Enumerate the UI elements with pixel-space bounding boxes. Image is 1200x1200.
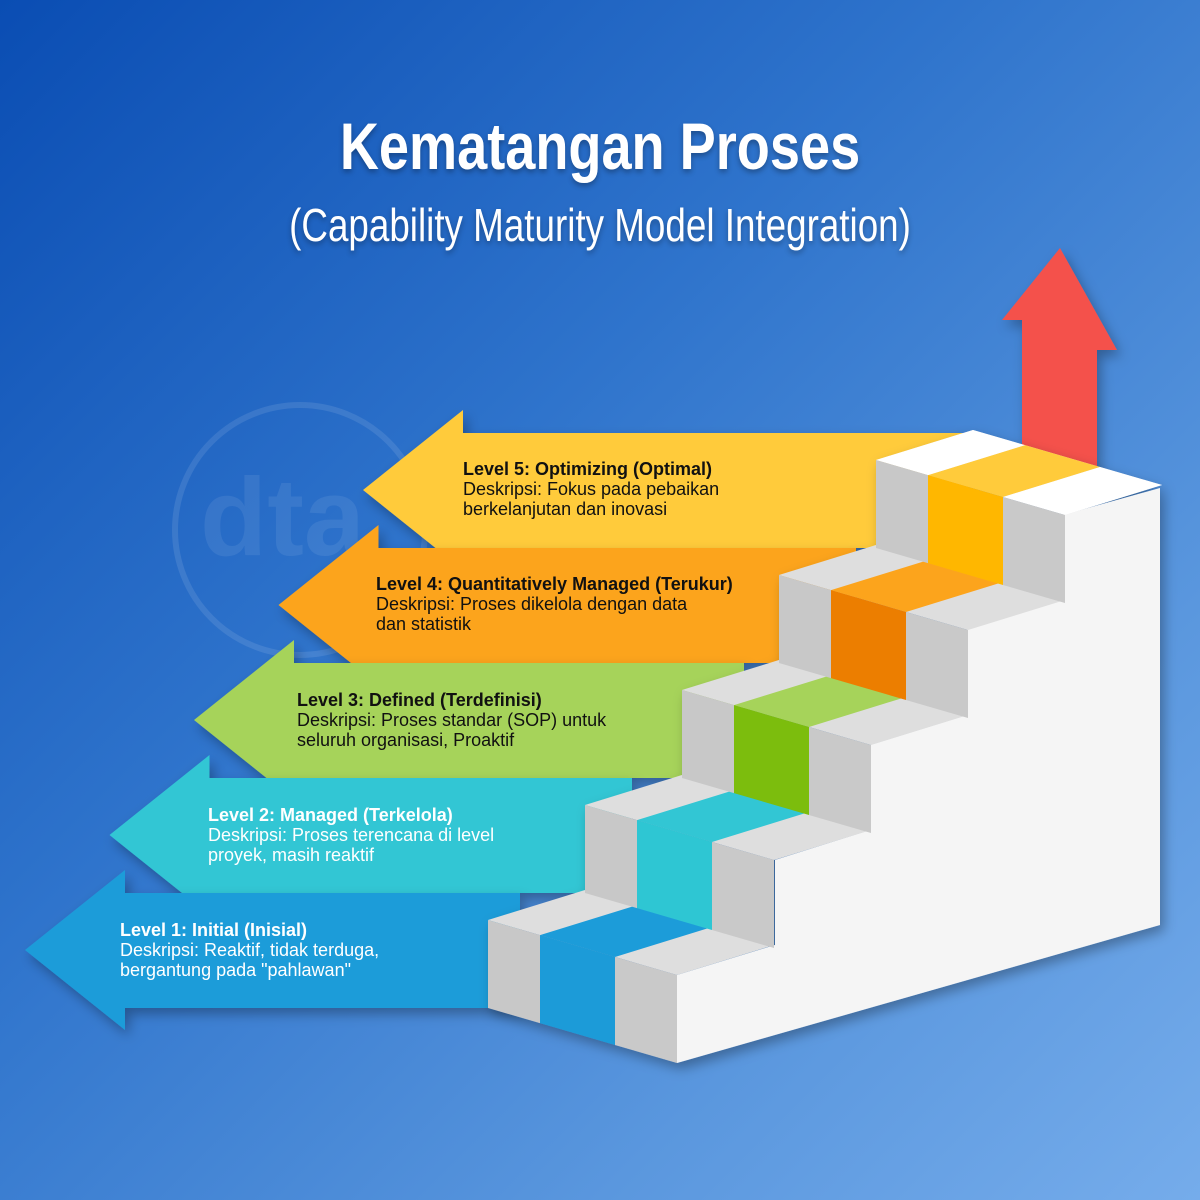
level-1-arrow bbox=[25, 870, 520, 1030]
step-4-front bbox=[906, 611, 968, 718]
step-top bbox=[1003, 466, 1162, 515]
step-3-front bbox=[682, 690, 734, 794]
page-title: Kematangan Proses bbox=[339, 109, 861, 183]
step-1-front bbox=[540, 935, 615, 1045]
step-4-front bbox=[831, 590, 906, 700]
step-top-color bbox=[637, 790, 809, 842]
step-4-front bbox=[779, 575, 831, 679]
step-5-front bbox=[1003, 496, 1065, 603]
level-5-label: Level 5: Optimizing (Optimal)Deskripsi: … bbox=[463, 459, 719, 519]
level-name: Level 3: Defined (Terdefinisi) bbox=[297, 690, 542, 710]
level-4-label: Level 4: Quantitatively Managed (Terukur… bbox=[376, 574, 733, 634]
step-top-color bbox=[831, 560, 1003, 612]
level-desc: dan statistik bbox=[376, 614, 472, 634]
step-3-front bbox=[809, 726, 871, 833]
level-desc: seluruh organisasi, Proaktif bbox=[297, 730, 515, 750]
step-3-front bbox=[734, 705, 809, 815]
level-name: Level 2: Managed (Terkelola) bbox=[208, 805, 453, 825]
step-2-front bbox=[585, 805, 637, 909]
level-name: Level 4: Quantitatively Managed (Terukur… bbox=[376, 574, 733, 594]
level-1-label: Level 1: Initial (Inisial)Deskripsi: Rea… bbox=[120, 920, 379, 980]
step-1-front bbox=[488, 920, 540, 1024]
level-3-arrow bbox=[194, 640, 744, 800]
step-1-front bbox=[615, 956, 677, 1063]
level-desc: Deskripsi: Proses terencana di level bbox=[208, 825, 495, 845]
level-desc: Deskripsi: Fokus pada pebaikan bbox=[463, 479, 720, 499]
step-top-color bbox=[540, 905, 712, 957]
step-2-front bbox=[712, 841, 774, 948]
page-subtitle: (Capability Maturity Model Integration) bbox=[289, 199, 911, 251]
level-5-arrow bbox=[363, 410, 968, 570]
step-5-front bbox=[876, 460, 928, 564]
level-desc: bergantung pada "pahlawan" bbox=[120, 960, 351, 980]
level-3-label: Level 3: Defined (Terdefinisi)Deskripsi:… bbox=[297, 690, 606, 750]
level-desc: Deskripsi: Proses dikelola dengan data bbox=[376, 594, 688, 614]
level-desc: Deskripsi: Reaktif, tidak terduga, bbox=[120, 940, 380, 960]
level-desc: Deskripsi: Proses standar (SOP) untuk bbox=[297, 710, 607, 730]
step-top bbox=[876, 430, 1025, 476]
step-2-front bbox=[637, 820, 712, 930]
level-2-label: Level 2: Managed (Terkelola)Deskripsi: P… bbox=[208, 805, 494, 865]
level-name: Level 5: Optimizing (Optimal) bbox=[463, 459, 713, 479]
staircase-body bbox=[677, 488, 1160, 1063]
level-2-arrow bbox=[109, 755, 632, 915]
level-name: Level 1: Initial (Inisial) bbox=[120, 920, 308, 940]
step-top-color bbox=[928, 445, 1100, 497]
level-desc: berkelanjutan dan inovasi bbox=[463, 499, 668, 519]
level-4-arrow bbox=[278, 525, 856, 685]
up-arrow bbox=[1002, 248, 1117, 470]
step-5-front bbox=[928, 475, 1003, 585]
step-top-color bbox=[734, 675, 906, 727]
level-desc: proyek, masih reaktif bbox=[208, 845, 375, 865]
